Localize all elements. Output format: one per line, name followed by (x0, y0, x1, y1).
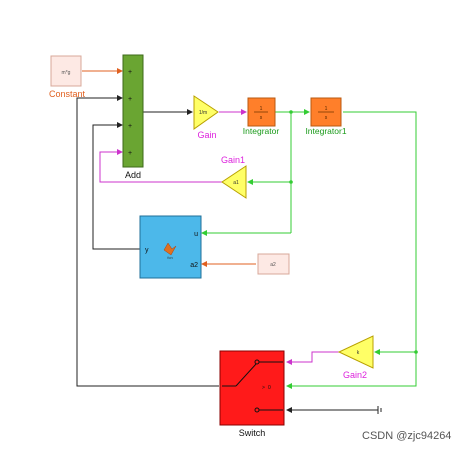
gain1-value: a1 (233, 180, 239, 186)
svg-text:1: 1 (325, 106, 328, 112)
junction-dot (289, 180, 293, 184)
switch-block[interactable]: > 0 (219, 350, 285, 426)
constant-value: m*g (62, 70, 71, 76)
svg-text:s: s (325, 115, 328, 121)
integrator-label: Integrator (243, 126, 280, 136)
junction-dot (289, 110, 293, 114)
switch-label: Switch (239, 428, 266, 438)
gain1-label: Gain1 (221, 155, 245, 165)
wire-switch-to-add (76, 95, 219, 387)
add-sign-3: + (128, 123, 132, 130)
constant-label: Constant (49, 89, 86, 99)
fcn-port-y: y (145, 247, 149, 254)
add-sign-2: + (128, 96, 132, 103)
fcn-block[interactable]: y u a2 fcn (139, 215, 202, 279)
wire-position-output (286, 111, 417, 389)
add-label: Add (125, 170, 141, 180)
gain-label: Gain (197, 130, 216, 140)
gain2-block[interactable]: k (337, 335, 374, 369)
svg-text:s: s (260, 115, 263, 121)
add-block[interactable]: + + + + (122, 54, 144, 168)
a2-constant-block[interactable]: a2 (257, 253, 290, 275)
add-sign-1: + (128, 69, 132, 76)
add-sign-4: + (128, 150, 132, 157)
a2-constant-value: a2 (270, 262, 276, 268)
junction-dot (414, 350, 418, 354)
svg-text:>: > (262, 385, 265, 391)
gain2-label: Gain2 (343, 370, 367, 380)
wire-fcn-to-add (92, 122, 140, 250)
integrator1-label: Integrator1 (305, 126, 346, 136)
gain1-block[interactable]: a1 (221, 165, 247, 199)
fcn-port-u: u (194, 231, 198, 238)
gain-block[interactable]: 1/m (193, 95, 219, 130)
ground-icon (377, 406, 382, 414)
integrator-block[interactable]: 1 s (247, 97, 276, 127)
fcn-port-a2: a2 (190, 262, 198, 269)
watermark: CSDN @zjc94264 (362, 430, 452, 442)
integrator1-block[interactable]: 1 s (310, 97, 342, 127)
svg-text:1: 1 (260, 106, 263, 112)
svg-text:0: 0 (268, 385, 271, 391)
constant-block[interactable]: m*g (50, 55, 82, 87)
matlab-logo-icon (163, 242, 177, 256)
gain-value: 1/m (199, 110, 207, 116)
wire-gain1-to-add (99, 149, 222, 183)
fcn-text: fcn (167, 255, 172, 260)
wire-gain2-to-switch (286, 351, 339, 365)
gain2-value: k (357, 350, 360, 356)
